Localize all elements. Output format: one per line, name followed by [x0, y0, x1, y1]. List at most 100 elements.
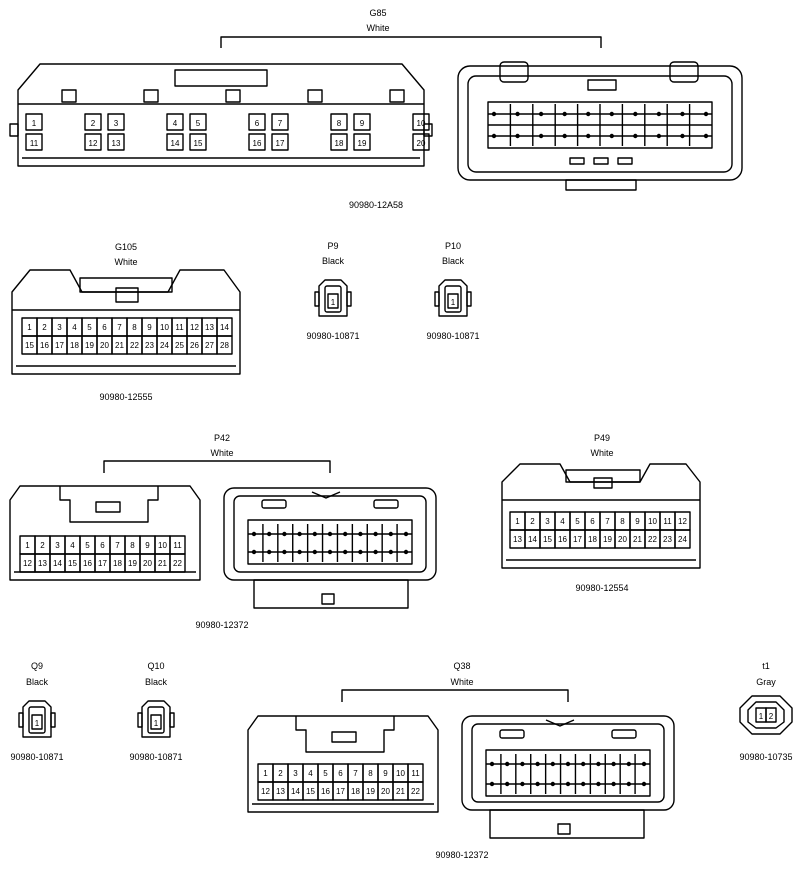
q10-pin-box — [150, 714, 162, 730]
g105-pin-label: 5 — [87, 323, 92, 332]
g85-pin-box — [412, 113, 430, 131]
q10-outer — [141, 700, 171, 738]
q38-pin-label: 21 — [396, 787, 405, 796]
g85-pin-label: 7 — [278, 119, 283, 128]
p49-pin-label: 13 — [513, 535, 522, 544]
p9-name: P9 — [327, 241, 338, 251]
g105-pin-label: 8 — [132, 323, 137, 332]
q38-pin-label: 2 — [278, 769, 283, 778]
g85-terminal-dot — [538, 111, 544, 117]
g85-terminal-dot — [656, 111, 662, 117]
g85-pin-label: 4 — [173, 119, 178, 128]
g105-pin-box — [216, 335, 233, 355]
q38-pin-label: 8 — [368, 769, 373, 778]
p42-terminal-dot — [358, 549, 363, 555]
p49-pin-label: 20 — [618, 535, 627, 544]
p42-pin-label: 10 — [158, 541, 167, 550]
q38-pin-label: 17 — [336, 787, 345, 796]
q38-terminal-dot — [520, 781, 525, 787]
g105-pin-label: 7 — [117, 323, 122, 332]
p10-outer — [438, 279, 468, 317]
p49-pin-label: 12 — [678, 517, 687, 526]
g85-pin-label: 8 — [337, 119, 342, 128]
g85-pin-box — [248, 113, 266, 131]
g85-pin-label: 19 — [358, 139, 367, 148]
p9-pin-box — [327, 293, 339, 309]
q38-pin-label: 20 — [381, 787, 390, 796]
p42-terminal-dot — [403, 549, 409, 555]
g105-pin-label: 17 — [55, 341, 64, 350]
p9-part-number: 90980-10871 — [306, 331, 359, 341]
q38-pin-label: 16 — [321, 787, 330, 796]
p42-pin-label: 4 — [70, 541, 75, 550]
g85-name: G85 — [369, 8, 386, 18]
q38-bracket — [341, 689, 569, 702]
q38-name: Q38 — [453, 661, 470, 671]
q38-terminal-dot — [535, 781, 540, 787]
g105-pin-label: 10 — [160, 323, 169, 332]
p42-face-right — [223, 487, 437, 609]
q9-color: Black — [26, 677, 49, 687]
p42-terminal-dot — [312, 549, 317, 555]
q38-terminal-dot — [641, 761, 647, 767]
q38-terminal-dot — [550, 761, 555, 767]
p42-pin-label: 7 — [115, 541, 120, 550]
p42-terminal-dot — [297, 549, 302, 555]
q38-pin-label: 15 — [306, 787, 315, 796]
p42-terminal-dot — [267, 549, 272, 555]
p49-pin-label: 9 — [635, 517, 640, 526]
g105-pin-label: 18 — [70, 341, 79, 350]
g85-pin-box — [25, 113, 43, 131]
q38-terminal-dots — [486, 754, 650, 794]
q9-side-latch — [18, 712, 24, 728]
p49-pin-label: 15 — [543, 535, 552, 544]
q38-terminal-dot — [611, 761, 616, 767]
p49-pin-label: 2 — [530, 517, 535, 526]
q38-terminal-dot — [596, 761, 601, 767]
p42-pin-label: 22 — [173, 559, 182, 568]
q9-name: Q9 — [31, 661, 43, 671]
g85-terminal-dot — [633, 133, 638, 139]
q10-side-latch — [169, 712, 175, 728]
q38-terminal-dot — [505, 761, 510, 767]
t1-pin-1: 1 — [759, 712, 764, 721]
g85-pin-label: 20 — [417, 139, 426, 148]
q38-pin-label: 13 — [276, 787, 285, 796]
g105-pin-label: 21 — [115, 341, 124, 350]
g85-pin-label: 1 — [32, 119, 37, 128]
p42-terminal-dot — [373, 549, 378, 555]
p42-pin-label: 14 — [53, 559, 62, 568]
g85-terminal-dot — [491, 133, 497, 139]
p10-name: P10 — [445, 241, 461, 251]
q38-terminal-dot — [535, 761, 540, 767]
p42-terminal-dot — [358, 531, 363, 537]
p42-bracket — [103, 460, 331, 473]
p42-pin-label: 6 — [100, 541, 105, 550]
q38-terminal-dot — [489, 781, 495, 787]
g85-terminal-dots — [488, 104, 712, 146]
t1-color: Gray — [756, 677, 776, 687]
g85-pin-label: 5 — [196, 119, 201, 128]
g105-pin-label: 25 — [175, 341, 184, 350]
g85-pin-label: 18 — [335, 139, 344, 148]
g105-pin-label: 6 — [102, 323, 107, 332]
p42-name: P42 — [214, 433, 230, 443]
p42-pin-label: 8 — [130, 541, 135, 550]
p42-pin-label: 2 — [40, 541, 45, 550]
g105-color: White — [114, 257, 137, 267]
q38-terminal-dot — [626, 761, 631, 767]
g85-pin-label: 16 — [253, 139, 262, 148]
q38-pin-label: 3 — [293, 769, 298, 778]
q10-color: Black — [145, 677, 168, 687]
q38-pin-label: 12 — [261, 787, 270, 796]
g85-pin-box — [189, 113, 207, 131]
g85-pin-box — [25, 133, 43, 151]
g85-pin-label: 13 — [112, 139, 121, 148]
p49-pin-label: 1 — [515, 517, 520, 526]
q38-pin-label: 6 — [338, 769, 343, 778]
p42-terminal-dot — [282, 531, 287, 537]
